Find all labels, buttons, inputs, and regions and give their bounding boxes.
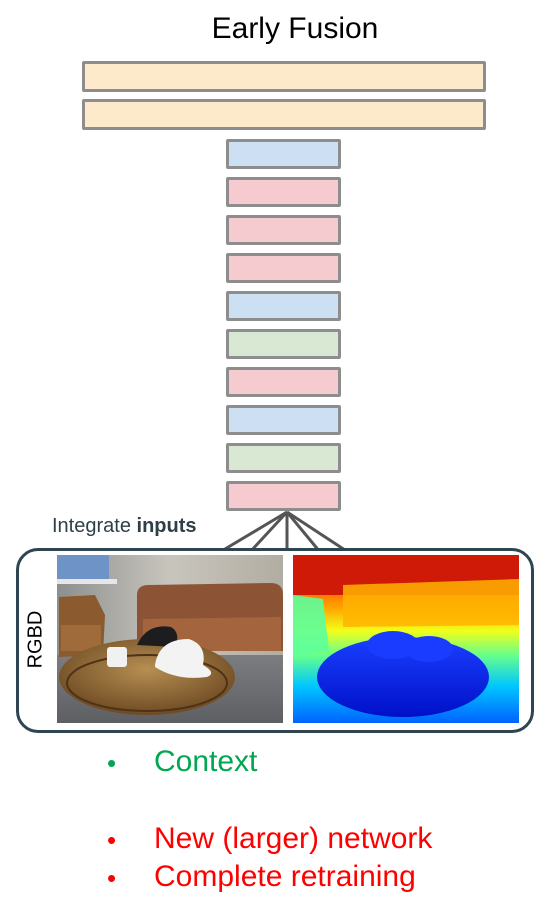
red-layer bbox=[226, 177, 341, 207]
table-shadow bbox=[66, 654, 228, 712]
bullet-dot: • bbox=[107, 825, 117, 855]
connection-line bbox=[248, 510, 289, 554]
coffee-table bbox=[59, 639, 235, 715]
green-layer bbox=[226, 443, 341, 473]
black-cap bbox=[137, 626, 178, 647]
bullet-dot: • bbox=[107, 863, 117, 893]
blue-layer bbox=[226, 139, 341, 169]
caption-prefix: Integrate bbox=[52, 515, 137, 537]
blue-layer bbox=[226, 291, 341, 321]
mug bbox=[107, 647, 127, 667]
caption-bold: inputs bbox=[136, 515, 197, 537]
title: Early Fusion bbox=[211, 12, 379, 45]
connection-line bbox=[286, 510, 349, 554]
red-layer bbox=[226, 367, 341, 397]
window-frame bbox=[57, 579, 117, 584]
connection-line bbox=[285, 511, 322, 553]
cons-bullet: Complete retraining bbox=[154, 860, 416, 893]
fc-layer bbox=[82, 99, 486, 130]
window bbox=[57, 555, 109, 581]
depth-sofa bbox=[343, 579, 519, 627]
fc-layer bbox=[82, 61, 486, 92]
integrate-inputs-caption: Integrate inputs bbox=[52, 515, 197, 538]
red-layer bbox=[226, 253, 341, 283]
blue-layer bbox=[226, 405, 341, 435]
bullet-dot: • bbox=[107, 748, 117, 778]
green-layer bbox=[226, 329, 341, 359]
white-cap bbox=[155, 639, 212, 678]
cons-bullet: New (larger) network bbox=[154, 822, 433, 855]
rgb-photo bbox=[57, 555, 283, 723]
depth-object bbox=[405, 636, 453, 662]
connection-line bbox=[219, 510, 288, 554]
red-layer bbox=[226, 215, 341, 245]
armchair-seat bbox=[61, 625, 101, 651]
depth-chair bbox=[293, 595, 329, 655]
pros-bullet: Context bbox=[154, 745, 258, 778]
red-layer bbox=[226, 481, 341, 511]
depth-map bbox=[293, 555, 519, 723]
